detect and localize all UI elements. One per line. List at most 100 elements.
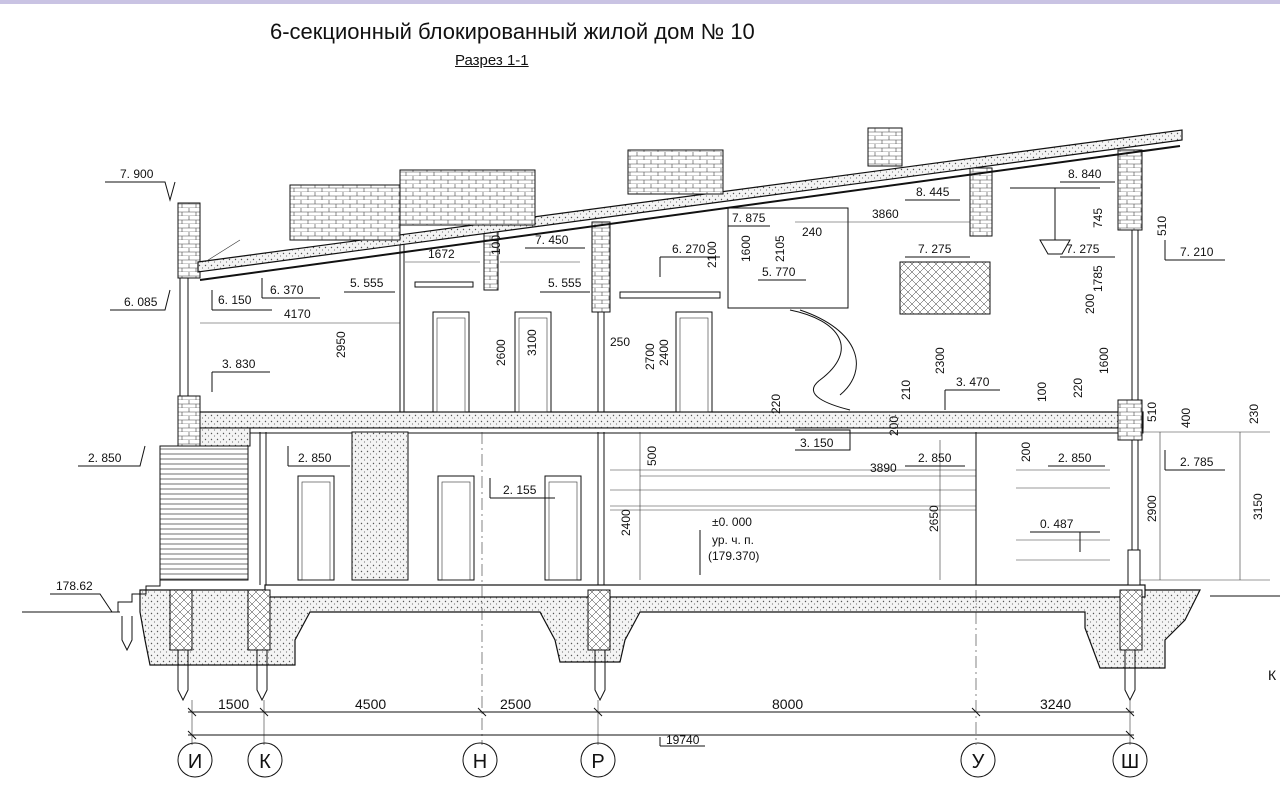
dim-3890: 3890 [870,461,897,475]
interior-lines [414,261,1110,580]
dim-500: 500 [645,446,659,466]
level-marks: 7. 900 6. 085 6. 150 6. 370 5. 555 5. 55… [50,167,1225,613]
level-7-275-a: 7. 275 [918,242,952,256]
level-7-450: 7. 450 [535,233,569,247]
level-mark: 7. 450 [525,233,585,249]
level-mark: 2. 850 [287,446,350,467]
foundation [139,584,1201,669]
dim-100: 100 [489,235,503,255]
axis-bubble-r [580,742,616,778]
level-2-155: 2. 155 [503,483,537,497]
dim-510-a: 510 [1155,216,1169,236]
dim-200-a: 200 [1083,294,1097,314]
axis-bubble-u [960,742,996,778]
dim-2100: 2100 [705,241,719,268]
level-mark: 5. 555 [540,276,590,293]
dim-2900: 2900 [1145,495,1159,522]
axis-label-n: Н [473,751,487,773]
level-ground: 178.62 [56,579,93,593]
axis-bubble-n [462,742,498,778]
level-7-210: 7. 210 [1180,245,1214,259]
dim-200-b: 200 [887,416,901,436]
walls [177,149,1143,586]
level-6-085: 6. 085 [124,295,158,309]
dim-3150: 3150 [1251,493,1265,520]
dim-240: 240 [802,225,822,239]
level-mark: 7. 875 [728,211,770,227]
axis-bubble-i [177,742,213,778]
axis-label-k: К [259,751,271,773]
level-6-370: 6. 370 [270,283,304,297]
section-subtitle: Разрез 1-1 [455,52,529,69]
level-mark: 2. 850 [78,445,146,467]
dim-2400-b: 2400 [619,509,633,536]
dim-2400-a: 2400 [657,339,671,366]
level-2-850-c: 2. 850 [1058,451,1092,465]
level-mark: 3. 830 [211,357,270,392]
floor-slabs [179,411,1144,447]
axis-label-sh: Ш [1121,751,1139,773]
dim-3100: 3100 [525,329,539,356]
level-absolute: (179.370) [708,549,759,563]
dimensions-horizontal: 1672 4170 3860 3890 250 240 [200,207,976,477]
dim-1600-a: 1600 [739,235,753,262]
piles [121,616,1136,702]
level-2-785: 2. 785 [1180,455,1214,469]
level-mark: 7. 275 [905,242,970,258]
doors [297,311,713,581]
level-mark: 6. 370 [261,278,320,299]
dimension-chain: 1500 4500 2500 8000 3240 19740 [187,696,1135,747]
level-mark: 5. 555 [344,276,395,293]
ground-line [22,595,1280,613]
dim-1785: 1785 [1091,265,1105,292]
level-0-487: 0. 487 [1040,517,1074,531]
level-2-850-b: 2. 850 [918,451,952,465]
span-5: 3240 [1040,696,1071,712]
level-5-555-a: 5. 555 [350,276,384,290]
level-3-150: 3. 150 [800,436,834,450]
dim-200-c: 200 [1019,442,1033,462]
level-mark: 7. 900 [105,167,176,202]
axis-label-u: У [972,751,985,773]
level-zero: ±0. 000 [712,515,752,529]
level-mark: 6. 150 [211,290,272,311]
dim-2700: 2700 [643,343,657,370]
entrance-stairs [117,445,249,612]
top-rule [0,0,1280,4]
level-mark: 178.62 [50,579,113,613]
dim-1600-b: 1600 [1097,347,1111,374]
level-mark: 5. 770 [758,265,806,281]
dim-210: 210 [899,380,913,400]
dim-100-b: 100 [1035,382,1049,402]
level-6-150: 6. 150 [218,293,252,307]
dim-230: 230 [1247,404,1261,424]
level-mark: 6. 270 [659,242,720,277]
level-mark: 0. 487 [1030,517,1100,552]
axis-label-i: И [188,751,202,773]
level-mark: 8. 840 [1060,167,1115,183]
level-mark: 3. 470 [944,375,1000,410]
dim-1672: 1672 [428,247,455,261]
axis-bubble-sh [1112,742,1148,778]
interior-stair [727,187,1100,411]
level-mark: 2. 155 [489,478,555,499]
level-mark: 2. 785 [1164,450,1225,471]
level-mark: 7. 210 [1164,240,1225,261]
level-mark: 2. 850 [1048,451,1105,467]
dim-2300: 2300 [933,347,947,374]
dim-2600: 2600 [494,339,508,366]
level-7-275-b: 7. 275 [1066,242,1100,256]
level-mark: 7. 275 [1060,242,1115,258]
axis-bubbles: И К Н Р У Ш [177,742,1148,778]
level-mark: 2. 850 [905,451,965,467]
dim-220-b: 220 [1071,378,1085,398]
dim-4170: 4170 [284,307,311,321]
level-8-840: 8. 840 [1068,167,1102,181]
edge-letter: К [1268,667,1277,683]
level-2-850-left: 2. 850 [88,451,122,465]
dim-2650: 2650 [927,505,941,532]
level-3-830: 3. 830 [222,357,256,371]
axis-label-r: Р [591,751,604,773]
